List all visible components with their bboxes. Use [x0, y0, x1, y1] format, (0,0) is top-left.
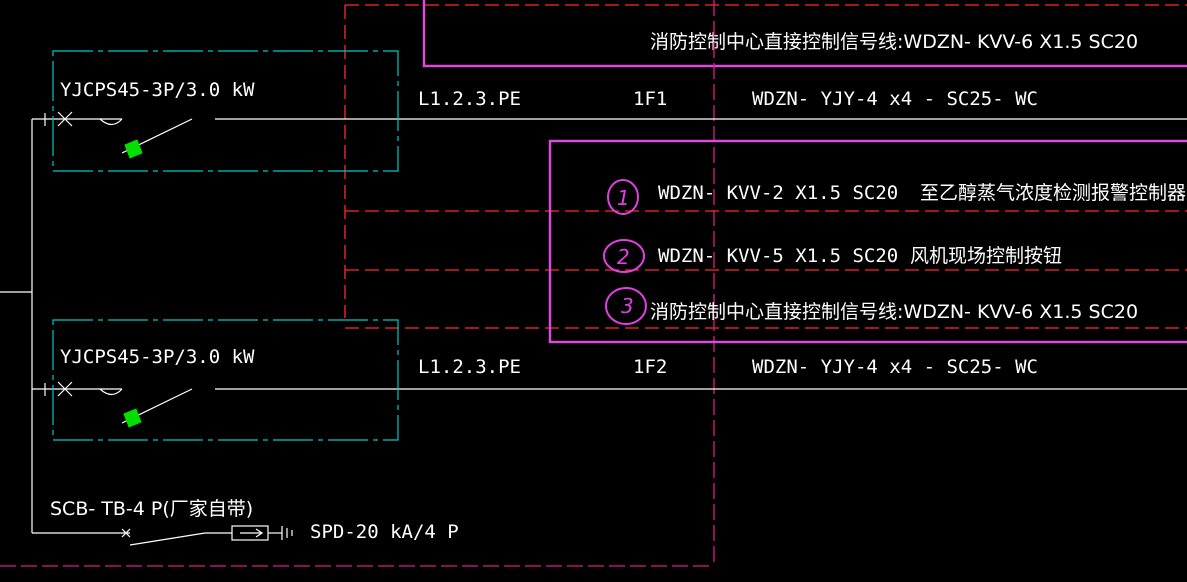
- control-note-3: 3 消防控制中心直接控制信号线:WDZN- KVV-6 X1.5 SC20: [605, 287, 1138, 325]
- breaker-2: YJCPS45-3P/3.0 kW: [44, 319, 399, 441]
- breaker-2-trip-icon: [99, 388, 123, 396]
- control-notes-frame: [548, 139, 1187, 344]
- control-note-2-cable: WDZN- KVV-5 X1.5 SC20: [658, 245, 898, 267]
- control-note-1-dest: 至乙醇蒸气浓度检测报警控制器: [920, 182, 1186, 204]
- control-lines: [344, 4, 1187, 329]
- bus-wiring: [0, 118, 1187, 534]
- breaker-1-box: [52, 50, 399, 172]
- circuit-1-id: 1F1: [633, 88, 667, 110]
- breaker-1-handle-icon: [124, 139, 143, 159]
- ground-icon: [281, 526, 293, 540]
- breaker-2-box: [52, 319, 399, 441]
- control-note-3-cable: 消防控制中心直接控制信号线:WDZN- KVV-6 X1.5 SC20: [650, 301, 1138, 323]
- spd-cross-icon: [121, 528, 131, 538]
- circuit-2-phases: L1.2.3.PE: [418, 356, 521, 378]
- spd-device-box: [231, 525, 269, 541]
- breaker-1-model: YJCPS45-3P/3.0 kW: [60, 79, 255, 101]
- circuit-2-cable: WDZN- YJY-4 x4 - SC25- WC: [752, 356, 1038, 378]
- hand-mark-2-circle: [603, 239, 645, 273]
- breaker-2-cross-icon: [57, 381, 73, 397]
- spd-breaker-label: SCB- TB-4 P(厂家自带): [50, 498, 253, 520]
- hand-mark-1-circle: [607, 179, 639, 215]
- circuit-1-phases: L1.2.3.PE: [418, 88, 521, 110]
- circuit-1-cable: WDZN- YJY-4 x4 - SC25- WC: [752, 88, 1038, 110]
- hand-mark-3: 3: [621, 294, 634, 318]
- top-annotation-frame: [422, 0, 1187, 68]
- hand-mark-1: 1: [617, 186, 630, 210]
- breaker-1-trip-icon: [99, 118, 123, 126]
- control-note-1: 1 WDZN- KVV-2 X1.5 SC20 至乙醇蒸气浓度检测报警控制器: [607, 179, 1186, 215]
- breaker-2-handle-icon: [123, 408, 142, 428]
- hand-mark-2: 2: [617, 245, 630, 269]
- control-note-2-dest: 风机现场控制按钮: [910, 245, 1062, 267]
- control-note-2: 2 WDZN- KVV-5 X1.5 SC20 风机现场控制按钮: [603, 239, 1062, 273]
- pe-lines: [0, 0, 715, 567]
- control-note-1-cable: WDZN- KVV-2 X1.5 SC20: [658, 182, 898, 204]
- breaker-1: YJCPS45-3P/3.0 kW: [44, 50, 399, 172]
- breaker-1-cross-icon: [57, 111, 73, 127]
- circuit-2-id: 1F2: [633, 356, 667, 378]
- breaker-2-model: YJCPS45-3P/3.0 kW: [60, 346, 255, 368]
- spd-section: SCB- TB-4 P(厂家自带) SPD-20 kA/4 P: [50, 498, 459, 546]
- spd-arrow-icon: [240, 528, 264, 538]
- top-frame-label: 消防控制中心直接控制信号线:WDZN- KVV-6 X1.5 SC20: [650, 31, 1138, 53]
- hand-mark-3-circle: [605, 287, 647, 325]
- spd-contact: [129, 532, 206, 546]
- spd-device-label: SPD-20 kA/4 P: [310, 521, 459, 543]
